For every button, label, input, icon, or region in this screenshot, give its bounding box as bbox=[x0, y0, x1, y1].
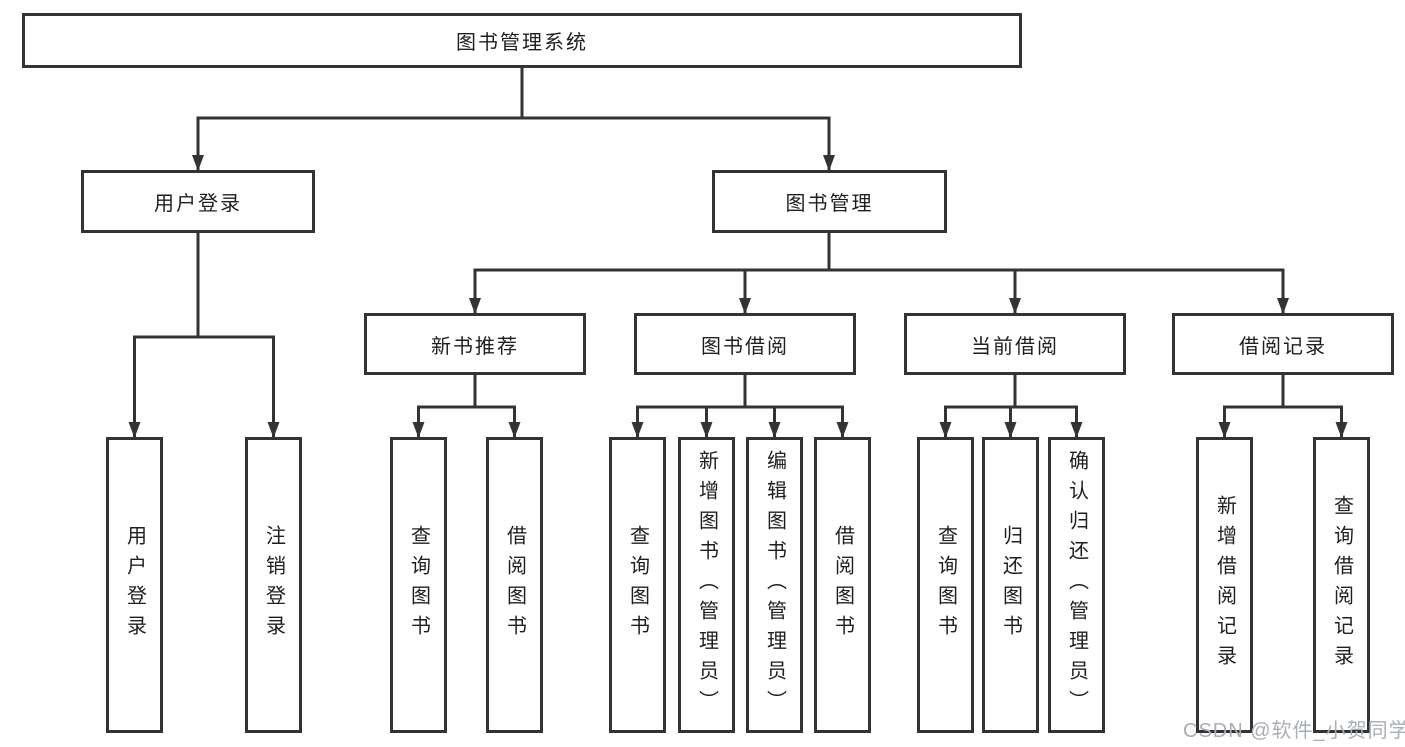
leaf-user-login: 用户登录 bbox=[106, 437, 163, 733]
node-book-borrow: 图书借阅 bbox=[634, 313, 856, 375]
leaf-edit-books-admin: 编辑图书（管理员） bbox=[746, 437, 803, 733]
leaf-query-borrow-record: 查询借阅记录 bbox=[1313, 437, 1370, 733]
node-current-borrow: 当前借阅 bbox=[904, 313, 1126, 375]
node-system-root: 图书管理系统 bbox=[22, 13, 1022, 68]
leaf-add-books-admin: 新增图书（管理员） bbox=[678, 437, 735, 733]
leaf-current-query-books: 查询图书 bbox=[917, 437, 974, 733]
leaf-return-books: 归还图书 bbox=[982, 437, 1039, 733]
csdn-watermark: CSDN @软件_小贺同学 bbox=[1183, 720, 1405, 742]
leaf-add-borrow-record: 新增借阅记录 bbox=[1196, 437, 1253, 733]
node-book-management: 图书管理 bbox=[712, 170, 947, 233]
leaf-borrow-query-books: 查询图书 bbox=[609, 437, 666, 733]
leaf-confirm-return-admin: 确认归还（管理员） bbox=[1048, 437, 1105, 733]
leaf-borrow-books: 借阅图书 bbox=[814, 437, 871, 733]
node-borrow-records: 借阅记录 bbox=[1172, 313, 1394, 375]
node-user-login: 用户登录 bbox=[81, 170, 315, 233]
leaf-recommend-borrow-books: 借阅图书 bbox=[486, 437, 543, 733]
node-new-book-recommend: 新书推荐 bbox=[364, 313, 586, 375]
leaf-logout: 注销登录 bbox=[245, 437, 302, 733]
leaf-recommend-query-books: 查询图书 bbox=[390, 437, 447, 733]
